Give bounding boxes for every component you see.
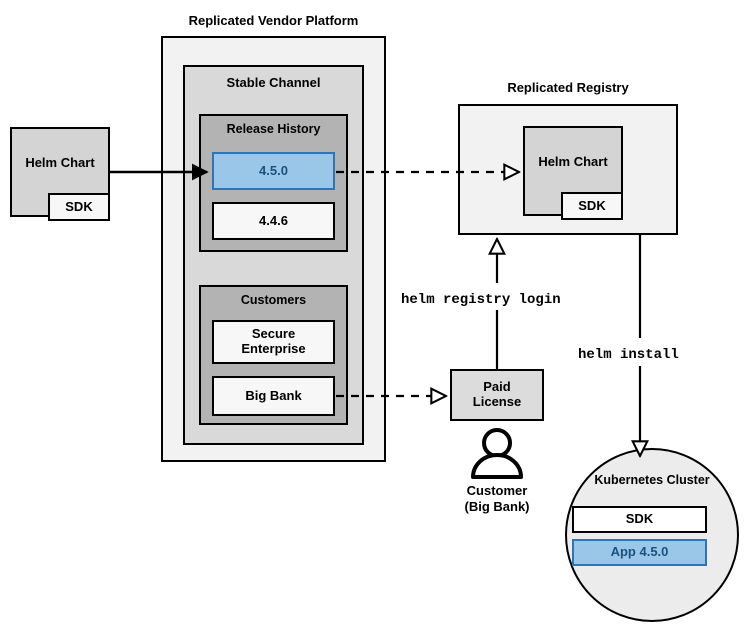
release-item-4-4-6[interactable]: 4.4.6 [212,202,335,240]
registry-helm-chart-label: Helm Chart [538,153,608,169]
kubernetes-cluster-circle [565,448,739,622]
vendor-platform-title: Replicated Vendor Platform [188,13,359,28]
replicated-registry-title: Replicated Registry [507,80,629,95]
registry-helm-chart-sdk-box: SDK [561,192,623,220]
cluster-component-app: App 4.5.0 [572,539,707,566]
customer-item-secure-enterprise[interactable]: Secure Enterprise [212,320,335,364]
paid-license-line1: Paid [483,379,511,395]
cluster-component-sdk-label: SDK [625,511,654,527]
release-item-4-5-0-label: 4.5.0 [259,162,288,178]
customer-item-big-bank[interactable]: Big Bank [212,376,335,416]
paid-license-line2: License [472,394,522,409]
source-helm-chart-label: Helm Chart [25,154,95,170]
source-helm-chart-sdk-label: SDK [65,198,93,214]
kubernetes-cluster-label: Kubernetes Cluster [594,473,710,487]
cluster-component-app-label: App 4.5.0 [610,544,669,560]
stable-channel-label: Stable Channel [226,75,321,90]
release-item-4-4-6-label: 4.4.6 [259,212,288,228]
paid-license-box: Paid License [450,369,544,421]
person-icon [471,428,523,479]
customer-actor-line1: Customer [466,483,528,498]
helm-install-command: helm install [578,347,679,363]
customer-item-big-bank-label: Big Bank [245,387,302,403]
customer-actor-line2: (Big Bank) [464,498,530,514]
customers-label: Customers [240,293,307,307]
customer-item-secure-enterprise-line2: Enterprise [241,341,306,356]
cluster-component-sdk: SDK [572,506,707,533]
release-history-label: Release History [226,122,321,136]
registry-helm-chart-sdk-label: SDK [578,197,606,213]
source-helm-chart-sdk-box: SDK [48,193,110,221]
customer-actor-caption: Customer (Big Bank) [437,483,557,514]
release-item-4-5-0[interactable]: 4.5.0 [212,152,335,190]
helm-registry-login-command: helm registry login [401,292,561,308]
customer-item-secure-enterprise-line1: Secure [251,326,296,342]
